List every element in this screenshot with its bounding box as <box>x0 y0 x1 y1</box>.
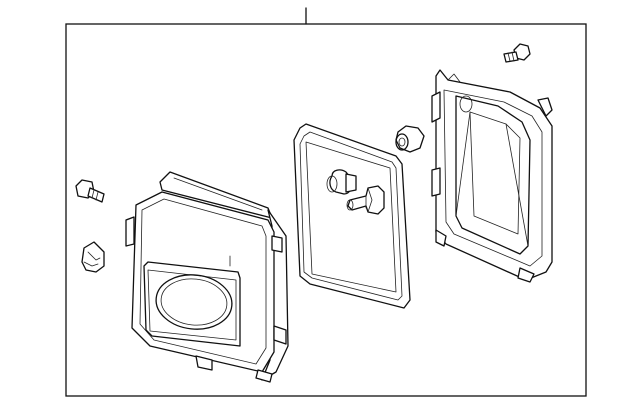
hex-nut <box>395 125 425 153</box>
reflector-bracket <box>431 69 553 283</box>
mounting-hole <box>459 95 473 113</box>
bulb <box>326 169 357 195</box>
lens-gasket <box>293 123 411 309</box>
diagram-frame <box>65 23 587 397</box>
bulb-socket <box>346 185 385 215</box>
clip <box>81 241 105 273</box>
headlamp-housing <box>125 171 289 383</box>
lamp-lens <box>155 274 233 330</box>
bolt-upper-right <box>503 43 531 63</box>
bolt-left <box>75 179 105 203</box>
